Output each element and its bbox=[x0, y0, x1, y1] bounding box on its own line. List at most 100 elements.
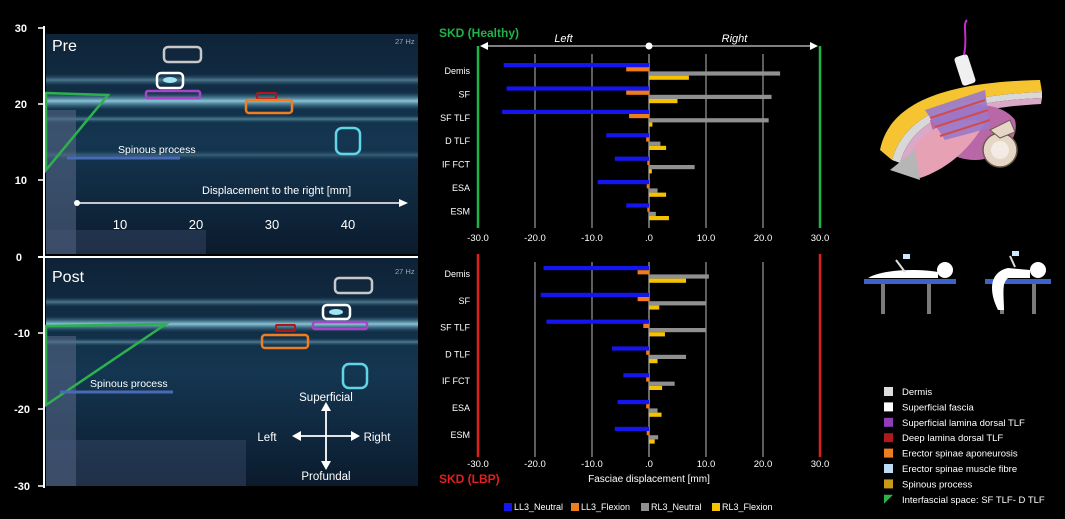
category-label: D TLF bbox=[445, 349, 470, 359]
bar-ll3-flexion bbox=[637, 270, 649, 275]
bar-rl3-neutral bbox=[649, 408, 658, 413]
anatomy-illustration bbox=[880, 19, 1042, 180]
bar-ll3-flexion bbox=[626, 67, 649, 72]
direction-left-label: Left bbox=[554, 33, 573, 45]
bar-rl3-neutral bbox=[649, 274, 709, 279]
x-tick-20: 20 bbox=[189, 217, 203, 232]
bar-rl3-flexion bbox=[649, 305, 660, 310]
bar-rl3-flexion bbox=[649, 278, 687, 283]
dermis-marker-pre bbox=[162, 45, 203, 64]
category-label: IF FCT bbox=[442, 160, 470, 170]
category-label: D TLF bbox=[445, 136, 470, 146]
legend-label-spinous-process: Spinous process bbox=[902, 479, 972, 490]
legend-swatch-erector-spinae-muscle-fibre bbox=[884, 464, 893, 473]
category-label: Demis bbox=[444, 269, 470, 279]
legend-swatch-dermis bbox=[884, 387, 893, 396]
pre-label: Pre bbox=[52, 38, 77, 55]
x-tick-label: 20.0 bbox=[754, 459, 773, 470]
bar-rl3-flexion bbox=[649, 385, 663, 390]
ultrasound-y-axis: 30 20 10 0 -10 -20 -30 bbox=[14, 23, 418, 493]
direction-right-label: Right bbox=[722, 33, 749, 45]
legend-label-ll3-neutral: LL3_Neutral bbox=[514, 502, 563, 512]
frame-rate-label-pre: 27 Hz bbox=[395, 37, 415, 46]
legend-label-rl3-flexion: RL3_Flexion bbox=[722, 502, 773, 512]
compass-left-label: Left bbox=[257, 432, 277, 444]
bar-rl3-neutral bbox=[649, 435, 659, 440]
bar-ll3-neutral bbox=[606, 133, 649, 138]
bar-ll3-flexion bbox=[647, 207, 649, 212]
direction-compass bbox=[292, 402, 360, 470]
x-tick-label: -10.0 bbox=[581, 459, 603, 470]
bar-rl3-neutral bbox=[649, 118, 769, 123]
bar-rl3-flexion bbox=[649, 122, 653, 127]
series-legend: LL3_Neutral LL3_Flexion RL3_Neutral RL3_… bbox=[504, 502, 773, 512]
esm-marker-post bbox=[341, 362, 369, 390]
legend-label-ll3-flexion: LL3_Flexion bbox=[581, 502, 630, 512]
category-label: ESM bbox=[450, 430, 470, 440]
legend-label-dermis: Dermis bbox=[902, 387, 932, 398]
legend-label-deep-lamina-dorsal-tlf: Deep lamina dorsal TLF bbox=[902, 433, 1003, 444]
bar-ll3-neutral bbox=[540, 292, 649, 297]
legend-swatch-interfascial-space-sf-tlf-d-tlf bbox=[884, 494, 893, 504]
bar-rl3-flexion bbox=[649, 169, 652, 174]
bar-rl3-neutral bbox=[649, 301, 706, 306]
esa-marker-pre bbox=[244, 98, 294, 115]
x-tick-label: 10.0 bbox=[697, 233, 716, 244]
d-tlf-marker-post bbox=[275, 324, 296, 332]
y-tick-30: 30 bbox=[15, 23, 27, 35]
bar-ll3-flexion bbox=[629, 114, 649, 119]
x-tick-30: 30 bbox=[265, 217, 279, 232]
x-tick-label: 30.0 bbox=[811, 459, 830, 470]
dermis-marker-post bbox=[333, 276, 374, 295]
bar-rl3-flexion bbox=[649, 75, 689, 80]
bar-rl3-neutral bbox=[649, 71, 781, 76]
bar-rl3-flexion bbox=[649, 99, 678, 104]
bar-rl3-neutral bbox=[649, 165, 695, 170]
x-tick-label: -20.0 bbox=[524, 459, 546, 470]
bar-ll3-flexion bbox=[643, 323, 649, 328]
bar-ll3-flexion bbox=[646, 431, 649, 436]
bar-ll3-flexion bbox=[646, 137, 649, 142]
category-label: SF TLF bbox=[440, 113, 470, 123]
legend-swatch-superficial-fascia bbox=[884, 402, 893, 412]
x-tick-label: .0 bbox=[645, 233, 653, 244]
bar-ll3-neutral bbox=[623, 373, 649, 378]
x-tick-label: -10.0 bbox=[581, 233, 603, 244]
legend-label-superficial-fascia: Superficial fascia bbox=[902, 402, 975, 413]
post-label: Post bbox=[52, 269, 85, 286]
legend-swatch-superficial-lamina-dorsal-tlf bbox=[884, 417, 893, 427]
bar-ll3-neutral bbox=[597, 180, 649, 185]
bar-ll3-flexion bbox=[626, 90, 649, 95]
bar-rl3-neutral bbox=[649, 354, 687, 359]
bar-ll3-neutral bbox=[611, 346, 649, 351]
spinous-process-label-post: Spinous process bbox=[90, 378, 168, 390]
x-tick-label: 20.0 bbox=[754, 233, 773, 244]
bar-rl3-flexion bbox=[649, 192, 667, 197]
bar-ll3-neutral bbox=[503, 63, 649, 68]
legend-swatch-spinous-process bbox=[884, 479, 893, 489]
patient-position-neutral bbox=[864, 254, 956, 314]
bar-ll3-neutral bbox=[546, 319, 649, 324]
y-tick-0: 0 bbox=[16, 252, 22, 264]
frame-rate-label-post: 27 Hz bbox=[395, 267, 415, 276]
patient-position-flexion bbox=[985, 251, 1051, 314]
legend-swatch-ll3-flexion bbox=[571, 503, 579, 511]
bar-ll3-neutral bbox=[614, 426, 649, 431]
bar-rl3-flexion bbox=[649, 216, 669, 221]
bar-ll3-flexion bbox=[647, 160, 649, 165]
superficial-label: Superficial bbox=[299, 392, 353, 404]
bar-rl3-neutral bbox=[649, 188, 658, 193]
legend-swatch-ll3-neutral bbox=[504, 503, 512, 511]
bar-rl3-neutral bbox=[649, 211, 656, 216]
y-tick-minus-30: -30 bbox=[14, 481, 30, 493]
spinous-process-label-pre: Spinous process bbox=[118, 144, 196, 156]
x-tick-label: 30.0 bbox=[811, 233, 830, 244]
x-axis-label: Fasciae displacement [mm] bbox=[588, 474, 710, 485]
legend-swatch-rl3-neutral bbox=[641, 503, 649, 511]
category-label: SF bbox=[458, 89, 470, 99]
bar-rl3-flexion bbox=[649, 412, 662, 417]
bar-ll3-flexion bbox=[646, 377, 649, 382]
bar-rl3-neutral bbox=[649, 141, 661, 146]
ultrasound-panel: Spinous process Pre 27 Hz Displacement t… bbox=[14, 23, 418, 493]
